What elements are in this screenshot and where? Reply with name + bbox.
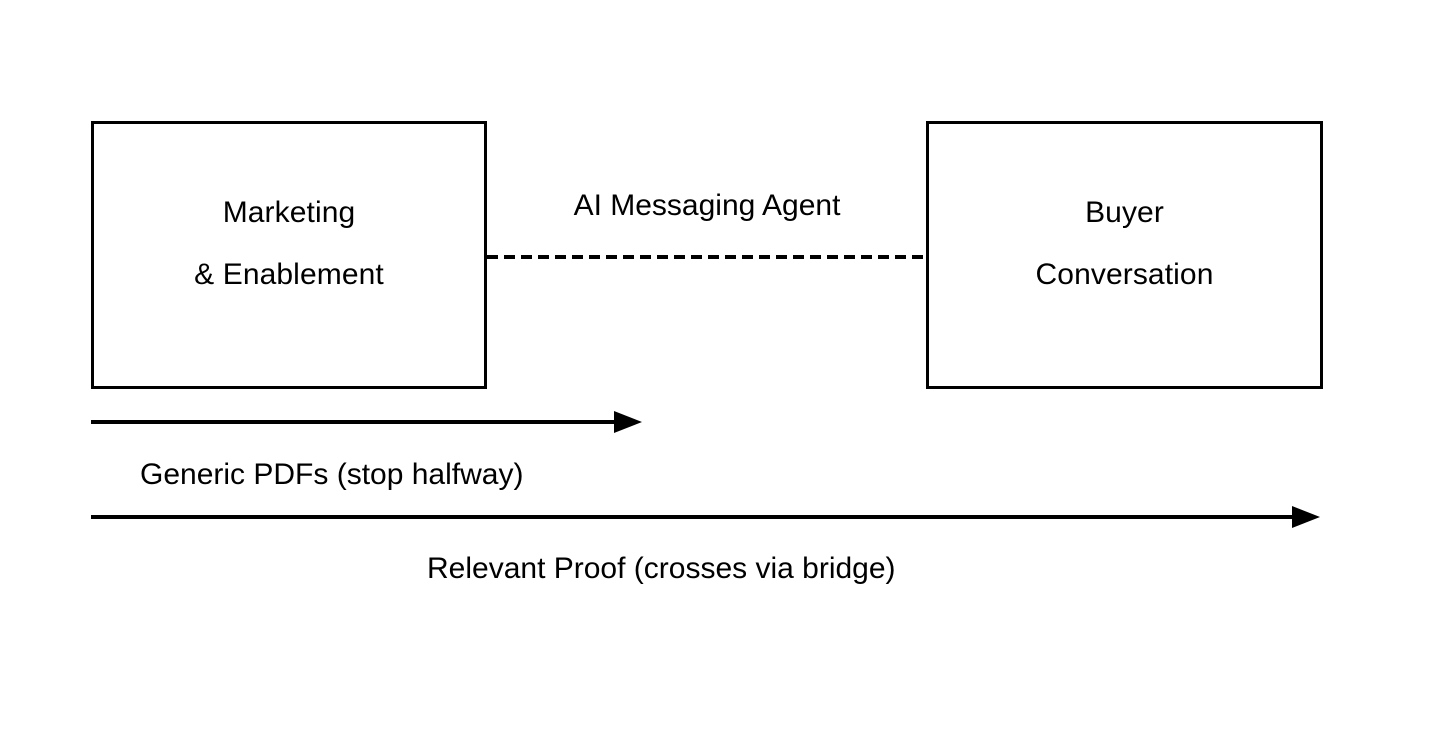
node-buyer-conversation[interactable]: Buyer Conversation	[926, 121, 1323, 389]
caption-relevant-proof: Relevant Proof (crosses via bridge)	[427, 552, 896, 585]
connector-label-ai-messaging-agent: AI Messaging Agent	[573, 189, 841, 222]
node-marketing-label-line2: & Enablement	[194, 258, 384, 291]
arrow-shaft	[91, 420, 616, 424]
arrowhead-icon	[1292, 506, 1320, 528]
arrow-shaft	[91, 515, 1294, 519]
caption-generic-pdfs: Generic PDFs (stop halfway)	[140, 458, 524, 491]
arrowhead-icon	[614, 411, 642, 433]
arrow-relevant-proof	[91, 505, 1320, 529]
node-marketing-label-line1: Marketing	[222, 196, 356, 229]
arrow-generic-pdfs	[91, 410, 642, 434]
node-buyer-label-line2: Conversation	[1035, 258, 1214, 291]
dashed-connector-line	[487, 255, 927, 259]
node-buyer-label-line1: Buyer	[1085, 196, 1164, 229]
node-marketing-enablement[interactable]: Marketing & Enablement	[91, 121, 487, 389]
